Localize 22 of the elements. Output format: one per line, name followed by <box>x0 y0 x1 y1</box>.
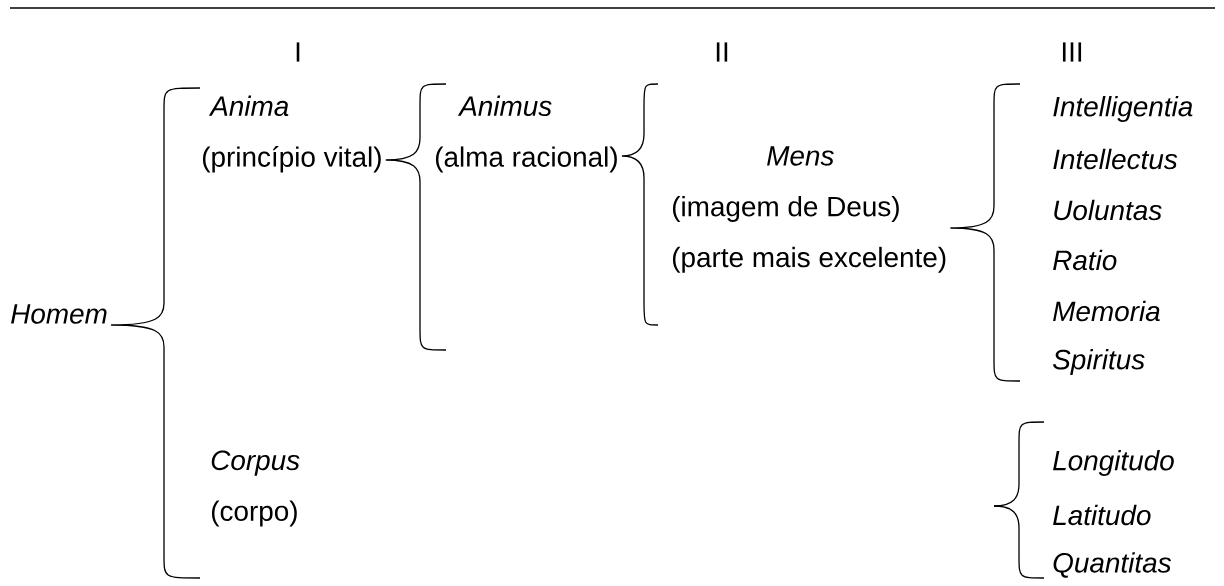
brace <box>621 83 659 326</box>
term-text: Spiritus <box>1053 349 1145 375</box>
brace <box>993 505 1045 579</box>
term-text: Homem <box>11 304 107 324</box>
brace <box>385 83 447 351</box>
term-text: Mens (imagem de Deus) (parte mais excelente) <box>672 146 946 273</box>
column-numeral: I <box>296 42 300 62</box>
term-text: Latitudo <box>1053 504 1151 526</box>
term-text: Animus (alma racional) <box>435 95 617 173</box>
term-text: Quantitas <box>1053 552 1171 578</box>
term-text: Anima (princípio vital) <box>202 95 381 173</box>
brace <box>110 87 201 579</box>
term-text: Ratio <box>1053 249 1117 271</box>
term-text: Memoria <box>1053 300 1160 322</box>
column-numeral: III <box>1062 42 1082 62</box>
term-text: Uoluntas <box>1054 199 1162 221</box>
term-text: Intellectus <box>1053 148 1178 170</box>
brace <box>949 83 1021 382</box>
term-text: Corpus (corpo) <box>211 450 300 527</box>
column-numeral: II <box>716 42 728 62</box>
term-text: Intelligentia <box>1053 96 1193 122</box>
term-text: Longitudo <box>1053 450 1174 476</box>
